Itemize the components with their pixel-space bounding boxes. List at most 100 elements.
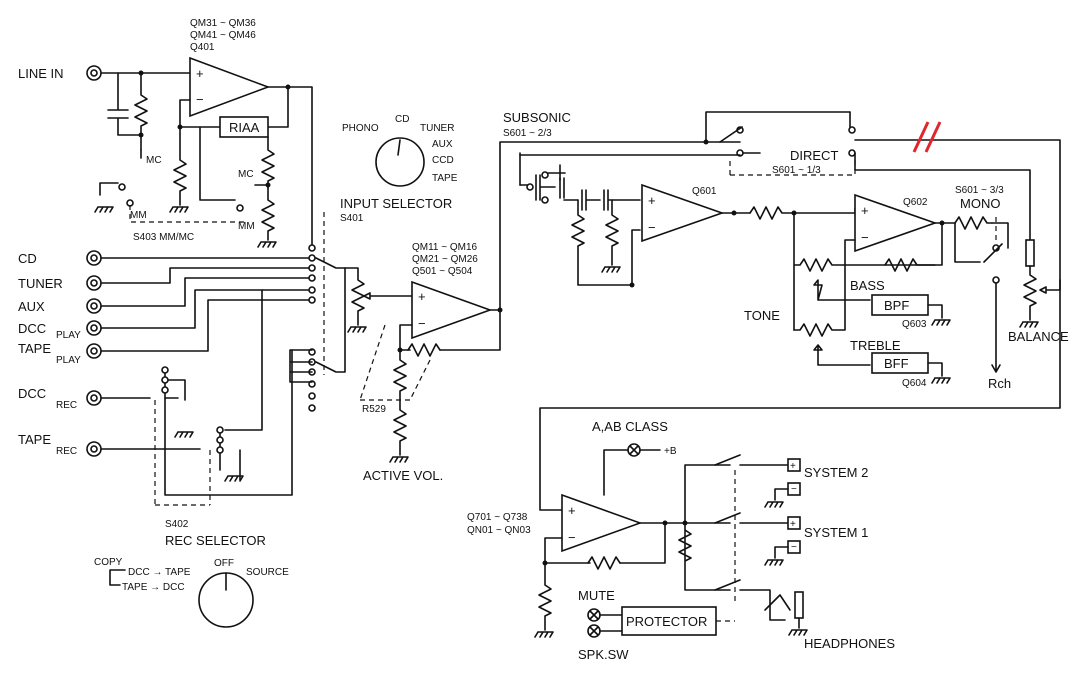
aux-label: AUX <box>18 299 45 314</box>
phono-position: PHONO <box>342 123 379 134</box>
balance-label: BALANCE <box>1008 329 1069 344</box>
q602-opamp <box>854 193 938 253</box>
rec-selector-contacts <box>289 267 346 412</box>
s401-label: S401 <box>340 213 364 224</box>
system2-terminals: + − <box>774 458 801 501</box>
input-selector-switch-contacts <box>308 244 346 304</box>
line-in-label: LINE IN <box>18 66 64 81</box>
cd-label: CD <box>18 251 37 266</box>
power-transistors-1: Q701 ~ Q738 <box>467 512 528 523</box>
source-label: SOURCE <box>246 567 289 578</box>
mute-label: MUTE <box>578 588 615 603</box>
s403-label: S403 MM/MC <box>133 232 194 243</box>
svg-text:+: + <box>418 289 426 304</box>
direct-switch-label: S601 ~ 1/3 <box>772 165 821 176</box>
riaa-label: RIAA <box>229 120 260 135</box>
rec-selector-knob <box>198 572 254 628</box>
tape-rec-jack <box>86 441 102 457</box>
bff-label: BFF <box>884 356 909 371</box>
q601-opamp <box>641 183 725 243</box>
aux-position: AUX <box>432 139 453 150</box>
phono-opamp <box>189 56 271 118</box>
rch-label: Rch <box>988 376 1011 391</box>
svg-text:−: − <box>196 92 204 107</box>
dcc-rec-jack <box>86 390 102 406</box>
aux-jack <box>86 298 102 314</box>
svg-text:+: + <box>861 203 869 218</box>
tuner-label: TUNER <box>18 276 63 291</box>
svg-text:−: − <box>861 230 869 245</box>
cd-jack <box>86 250 102 266</box>
tape-rec-sub: REC <box>56 446 77 457</box>
protector-label: PROTECTOR <box>626 614 707 629</box>
treble-label: TREBLE <box>850 338 901 353</box>
tone-label: TONE <box>744 308 780 323</box>
svg-text:−: − <box>568 530 576 545</box>
riaa-box <box>219 116 269 138</box>
headphones-jack <box>764 591 804 629</box>
svg-text:−: − <box>648 220 656 235</box>
balance-resistor <box>1025 239 1035 267</box>
ab-class-label: A,AB CLASS <box>592 419 668 434</box>
system1-label: SYSTEM 1 <box>804 525 868 540</box>
svg-text:+: + <box>568 503 576 518</box>
ccd-position: CCD <box>432 155 454 166</box>
mc-label-1: MC <box>146 155 162 166</box>
input-selector-knob <box>375 137 425 187</box>
ab-class-lamp <box>627 443 641 457</box>
bass-label: BASS <box>850 278 885 293</box>
dcc-play-sub: PLAY <box>56 330 81 341</box>
mute-switch-icon <box>587 608 601 622</box>
tape-rec-label: TAPE <box>18 432 51 447</box>
active-vol-label: ACTIVE VOL. <box>363 468 443 483</box>
tape-play-label: TAPE <box>18 341 51 356</box>
mm-label-1: MM <box>130 210 147 221</box>
protector-box <box>621 606 717 636</box>
svg-text:+: + <box>648 193 656 208</box>
mc-label-2: MC <box>238 169 254 180</box>
q601-label: Q601 <box>692 186 717 197</box>
system2-label: SYSTEM 2 <box>804 465 868 480</box>
active-transistors-3: Q501 ~ Q504 <box>412 266 473 277</box>
phono-transistors-3: Q401 <box>190 42 215 53</box>
svg-text:−: − <box>418 316 426 331</box>
svg-text:+: + <box>790 519 796 530</box>
r529-label: R529 <box>362 404 386 415</box>
power-opamp <box>561 493 643 553</box>
q603-label: Q603 <box>902 319 927 330</box>
tape-play-jack <box>86 343 102 359</box>
svg-text:−: − <box>791 484 797 495</box>
svg-text:−: − <box>791 542 797 553</box>
active-transistors-1: QM11 ~ QM16 <box>412 242 478 253</box>
tuner-position: TUNER <box>420 123 454 134</box>
power-transistors-2: QN01 ~ QN03 <box>467 525 531 536</box>
spk-sw-label: SPK.SW <box>578 647 629 662</box>
headphones-label: HEADPHONES <box>804 636 895 651</box>
svg-text:+: + <box>196 66 204 81</box>
direct-label: DIRECT <box>790 148 838 163</box>
q604-label: Q604 <box>902 378 927 389</box>
phono-transistors-2: QM41 ~ QM46 <box>190 30 256 41</box>
mono-label: MONO <box>960 196 1000 211</box>
active-transistors-2: QM21 ~ QM26 <box>412 254 478 265</box>
phono-transistors-1: QM31 ~ QM36 <box>190 18 256 29</box>
mono-switch-label: S601 ~ 3/3 <box>955 185 1004 196</box>
off-label: OFF <box>214 558 234 569</box>
bpf-label: BPF <box>884 298 909 313</box>
dcc-play-jack <box>86 320 102 336</box>
dcc-rec-sub: REC <box>56 400 77 411</box>
subsonic-label: SUBSONIC <box>503 110 571 125</box>
tuner-jack <box>86 275 102 291</box>
subsonic-switch-label: S601 ~ 2/3 <box>503 128 552 139</box>
dcc-rec-label: DCC <box>18 386 46 401</box>
rec-selector-title: REC SELECTOR <box>165 533 266 548</box>
mm-label-2: MM <box>238 221 255 232</box>
plus-b-label: +B <box>664 446 677 457</box>
red-break-mark <box>912 121 942 153</box>
tape-play-sub: PLAY <box>56 355 81 366</box>
q602-label: Q602 <box>903 197 928 208</box>
line-in-jack <box>86 65 102 81</box>
svg-text:+: + <box>790 461 796 472</box>
s402-label: S402 <box>165 519 189 530</box>
